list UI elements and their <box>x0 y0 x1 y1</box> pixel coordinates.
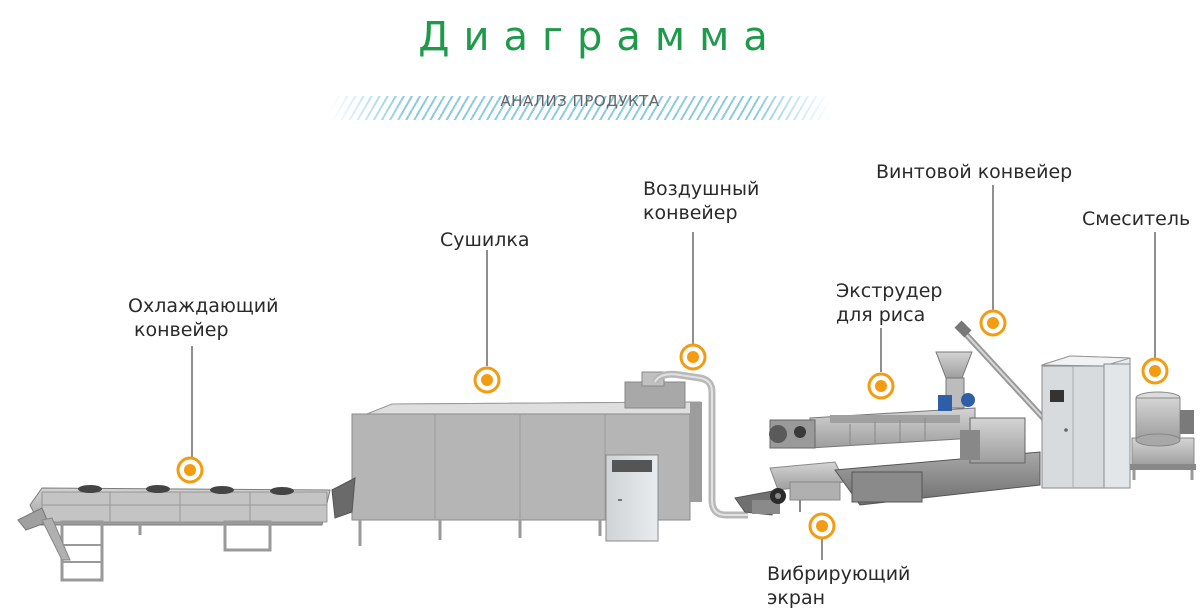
marker-air-conveyor <box>679 343 707 371</box>
rice-extruder-machine <box>769 351 1041 506</box>
mixer-machine <box>1130 391 1196 480</box>
label-air-conveyor-line-1: Воздушный <box>643 178 760 200</box>
label-vibrating-screen-line-1: Вибрирующий <box>767 563 911 585</box>
marker-cooling-conveyor <box>176 456 204 484</box>
label-screw-conveyor: Винтовой конвейер <box>876 160 1072 184</box>
marker-dryer <box>473 366 501 394</box>
callout-lines <box>191 185 1156 560</box>
label-air-conveyor-line-2: конвейер <box>643 202 738 224</box>
label-cooling-conveyor: Охлаждающий конвейер <box>128 294 278 342</box>
marker-screw-conveyor <box>979 309 1007 337</box>
page-subtitle: АНАЛИЗ ПРОДУКТА <box>500 92 660 110</box>
label-mixer: Смеситель <box>1082 207 1190 231</box>
cooling-conveyor-machine <box>17 485 331 582</box>
dryer-machine <box>331 371 702 546</box>
marker-rice-extruder <box>867 372 895 400</box>
page-title: Диаграмма <box>418 14 782 60</box>
label-screw-conveyor-line-1: Винтовой конвейер <box>876 161 1073 183</box>
vibrating-screen-machine <box>734 461 846 516</box>
label-dryer: Сушилка <box>440 228 530 252</box>
label-air-conveyor: Воздушный конвейер <box>643 177 759 225</box>
marker-vibrating-screen <box>808 512 836 540</box>
label-rice-extruder-line-2: для риса <box>836 304 926 326</box>
control-cabinet <box>1041 355 1131 489</box>
label-vibrating-screen: Вибрирующий экран <box>767 562 910 610</box>
callout-markers <box>176 309 1169 540</box>
label-rice-extruder-line-1: Экструдер <box>836 280 943 302</box>
label-vibrating-screen-line-2: экран <box>767 587 826 609</box>
label-cooling-conveyor-line-2: конвейер <box>134 319 229 341</box>
label-rice-extruder: Экструдер для риса <box>836 279 942 327</box>
subtitle-band <box>330 96 830 120</box>
label-dryer-line-1: Сушилка <box>440 229 530 251</box>
air-conveyor-machine <box>651 370 748 519</box>
label-cooling-conveyor-line-1: Охлаждающий <box>128 295 279 317</box>
screw-conveyor-machine <box>954 320 1048 423</box>
label-mixer-line-1: Смеситель <box>1082 208 1191 230</box>
marker-mixer <box>1141 357 1169 385</box>
